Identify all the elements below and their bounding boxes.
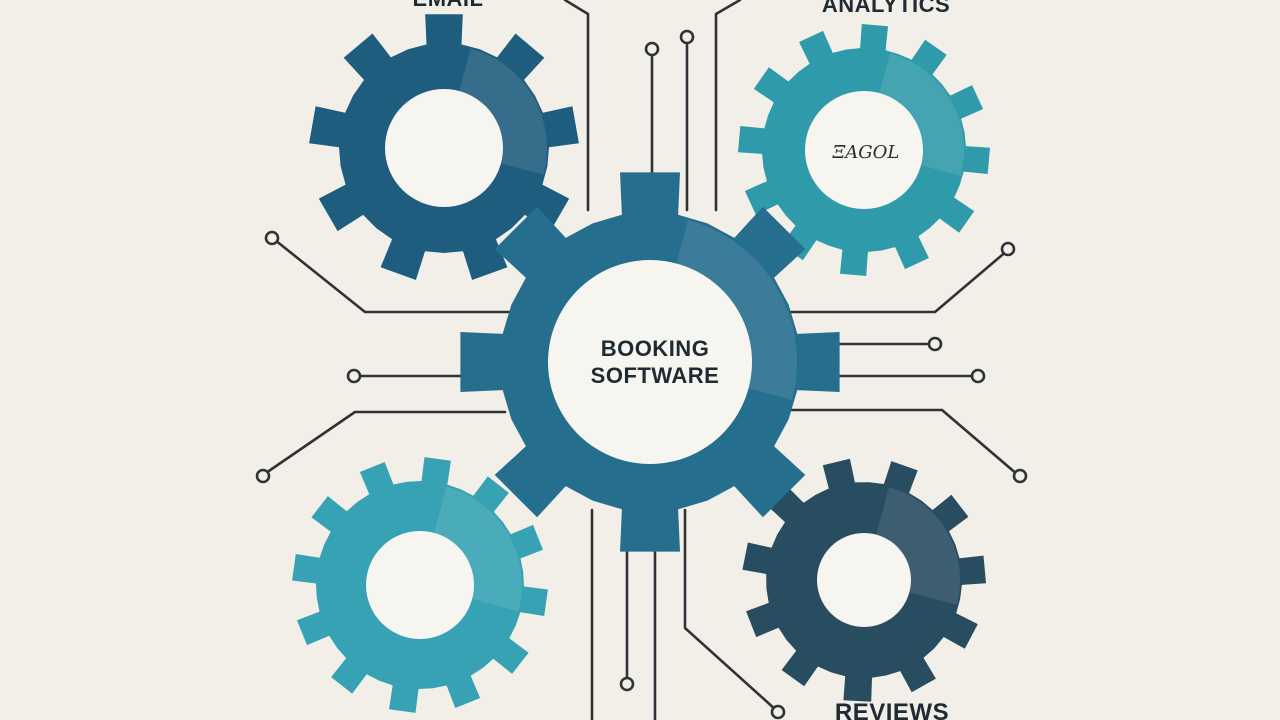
center-label-line2: SOFTWARE bbox=[591, 363, 720, 388]
connector-line bbox=[563, 0, 590, 212]
connector-terminal bbox=[264, 230, 280, 246]
connector-terminal bbox=[1000, 241, 1016, 257]
connector-line bbox=[683, 508, 780, 714]
connector-terminal bbox=[255, 468, 271, 484]
connector-terminal bbox=[1012, 468, 1028, 484]
bottom-left-gear-icon bbox=[292, 457, 548, 713]
connector-terminal bbox=[346, 368, 362, 384]
connector-terminal bbox=[679, 29, 695, 45]
connector-line bbox=[768, 248, 1010, 314]
connector-terminal bbox=[644, 41, 660, 57]
analytics-label: ANALYTICS bbox=[822, 0, 950, 17]
connector-line bbox=[714, 0, 742, 212]
connector-lines bbox=[261, 0, 1020, 720]
analytics-gear-icon bbox=[738, 24, 990, 276]
gear-hole bbox=[817, 533, 911, 627]
connector-terminal bbox=[970, 368, 986, 384]
center-label-line1: BOOKING bbox=[601, 336, 710, 361]
email-gear-icon bbox=[309, 14, 579, 281]
gear-hole bbox=[805, 91, 923, 209]
gears bbox=[292, 14, 990, 713]
connector-line bbox=[273, 238, 542, 314]
reviews-label: REVIEWS bbox=[835, 699, 949, 720]
gear-hole bbox=[366, 531, 474, 639]
gear-hole bbox=[385, 89, 503, 207]
analytics-inner-text: ΞAGOL bbox=[832, 142, 900, 163]
center-gear-icon bbox=[460, 172, 840, 552]
connector-terminal bbox=[927, 336, 943, 352]
connector-line bbox=[261, 410, 507, 477]
reviews-gear-icon bbox=[742, 458, 986, 702]
connector-terminal bbox=[619, 676, 635, 692]
gear-hole bbox=[548, 260, 752, 464]
connector-terminals bbox=[255, 29, 1028, 720]
connector-line bbox=[778, 408, 1020, 477]
connector-terminal bbox=[770, 704, 786, 720]
email-label: EMAIL bbox=[413, 0, 484, 11]
